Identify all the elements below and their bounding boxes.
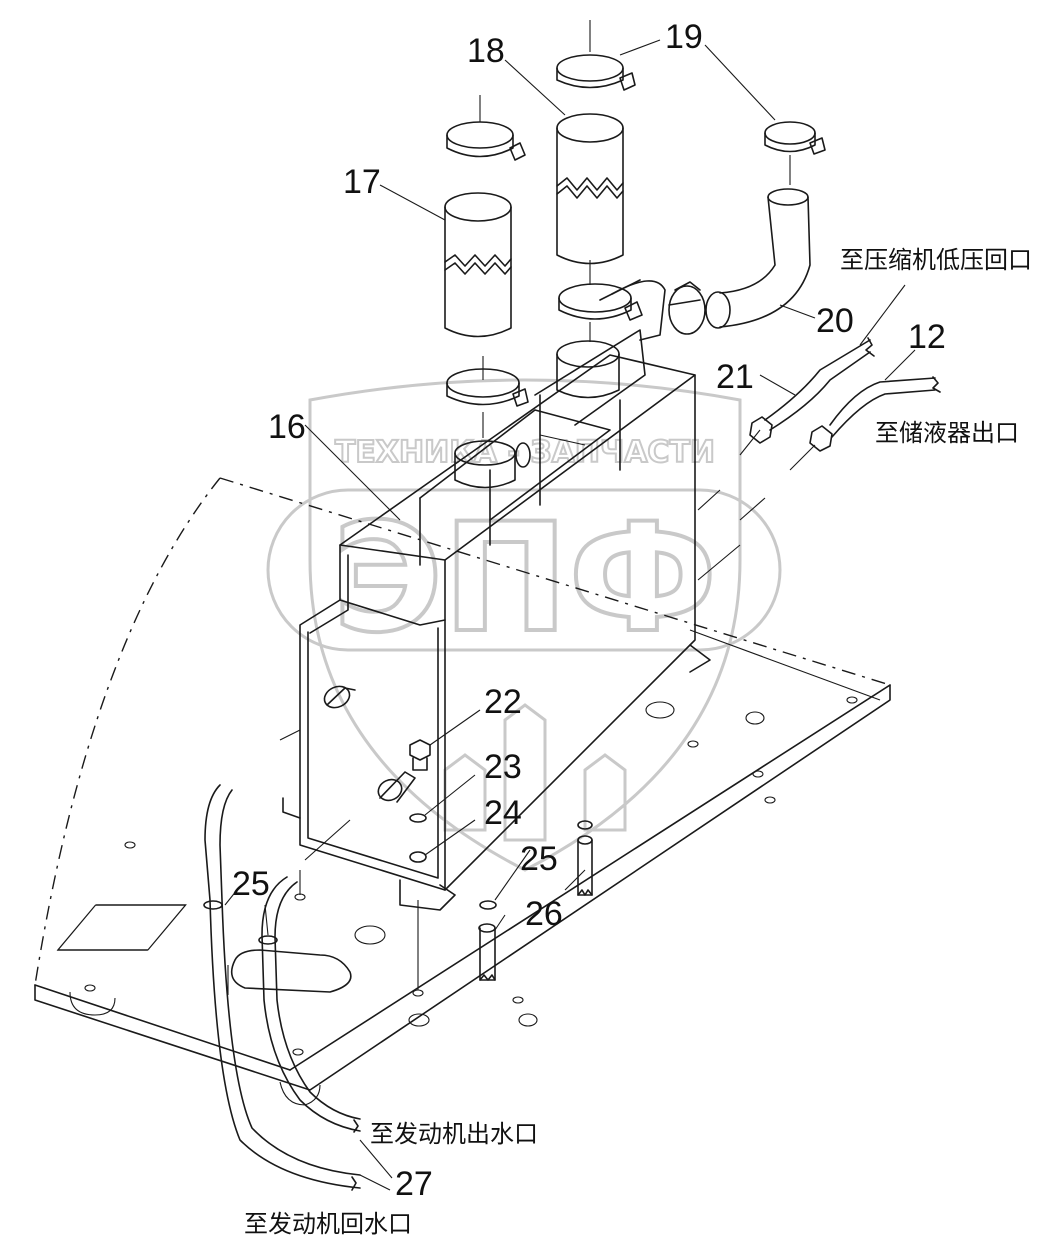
caption-to-compressor: 至压缩机低压回口: [840, 246, 1032, 274]
part-label-17: 17: [343, 163, 381, 201]
watermark: ТЕХНИКА - ЗАПЧАСТИ ЭПФ: [266, 378, 782, 872]
caption-to-receiver: 至储液器出口: [875, 419, 1019, 447]
part-label-25-right: 25: [520, 840, 558, 878]
part-label-20: 20: [816, 302, 854, 340]
part-label-21: 21: [716, 358, 754, 396]
pipes: [749, 337, 941, 452]
caption-to-engine-return: 至发动机回水口: [244, 1210, 412, 1238]
watermark-emblem: [443, 703, 627, 842]
part-label-27: 27: [395, 1165, 433, 1203]
hose-18: [446, 54, 643, 407]
part-label-25-left: 25: [232, 865, 270, 903]
fasteners: [409, 739, 593, 990]
captions: 至压缩机低压回口 至储液器出口 至发动机出水口 至发动机回水口: [244, 246, 1032, 1238]
caption-to-engine-out: 至发动机出水口: [370, 1120, 538, 1148]
water-hoses: [203, 784, 361, 1191]
part-label-22: 22: [484, 683, 522, 721]
heater-housing: [282, 279, 711, 911]
part-label-16: 16: [268, 408, 306, 446]
watermark-top-text: ТЕХНИКА - ЗАПЧАСТИ: [335, 435, 715, 470]
leader-lines: [224, 20, 916, 1191]
part-label-19: 19: [665, 18, 703, 56]
part-label-23: 23: [484, 748, 522, 786]
hose-17: [444, 121, 526, 338]
part-label-18: 18: [467, 32, 505, 70]
watermark-logo-text: ЭПФ: [333, 492, 717, 666]
part-number-labels: 12 16 17 18 19 20 21 22 23 24 25 25 26 2…: [232, 18, 946, 1203]
part-label-12: 12: [908, 318, 946, 356]
base-plate: [34, 477, 891, 1106]
part-label-24: 24: [484, 794, 522, 832]
elbow-hose-20: [668, 121, 826, 335]
part-label-26: 26: [525, 895, 563, 933]
